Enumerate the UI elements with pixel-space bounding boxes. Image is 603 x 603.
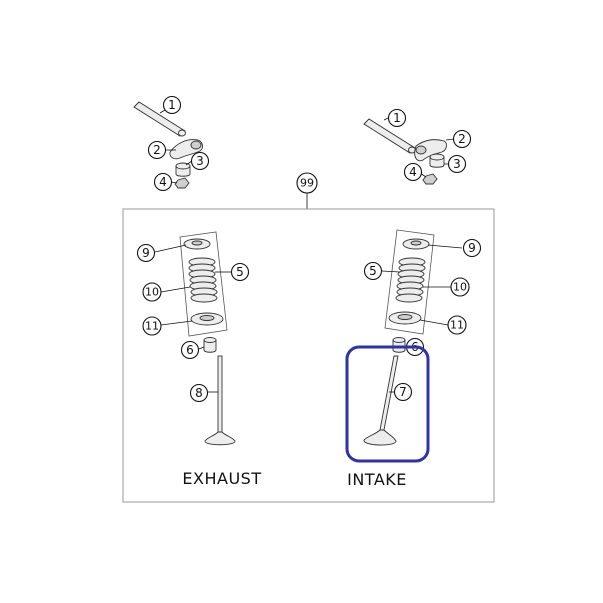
cylinder-head-assembly-frame [122, 208, 495, 503]
leader-11b [419, 319, 449, 326]
nut-right [422, 173, 438, 185]
svg-text:5: 5 [369, 264, 377, 278]
cap-left [175, 162, 191, 177]
leader-5b [381, 270, 401, 273]
svg-text:1: 1 [393, 111, 401, 125]
leader-2b [445, 138, 455, 141]
callout-7: 7 [393, 382, 413, 402]
intake-label: INTAKE [347, 470, 407, 489]
callout-10-exhaust: 10 [142, 282, 162, 302]
callout-6-exhaust: 6 [180, 340, 200, 360]
svg-text:10: 10 [145, 286, 159, 299]
exhaust-valve-stem-seal [203, 337, 217, 353]
exhaust-valve-group: 9 5 10 11 6 8 EXHAUST [136, 231, 261, 488]
rocker-shaft-right [363, 118, 416, 154]
callout-11-intake: 11 [447, 315, 467, 335]
svg-text:2: 2 [153, 143, 161, 157]
cap-right [429, 153, 445, 168]
exhaust-valve [204, 355, 236, 446]
svg-text:6: 6 [186, 343, 194, 357]
callout-4-right: 4 [403, 162, 423, 182]
svg-text:2: 2 [458, 132, 466, 146]
svg-text:4: 4 [159, 175, 167, 189]
svg-text:7: 7 [399, 385, 407, 399]
callout-11-exhaust: 11 [142, 316, 162, 336]
exhaust-spring-retainer [183, 238, 211, 250]
svg-text:4: 4 [409, 165, 417, 179]
callout-2-left: 2 [147, 140, 167, 160]
svg-text:1: 1 [168, 98, 176, 112]
leader-6a [198, 346, 205, 350]
leader-10a [160, 286, 191, 293]
intake-valve [363, 355, 399, 446]
exhaust-valve-spring [188, 257, 218, 303]
svg-text:11: 11 [145, 320, 159, 333]
leader-1a [159, 109, 166, 114]
callout-10-intake: 10 [450, 277, 470, 297]
svg-text:9: 9 [468, 241, 476, 255]
callout-3-right: 3 [447, 154, 467, 174]
callout-99: 99 [296, 172, 318, 194]
intake-valve-spring [395, 257, 426, 303]
svg-text:9: 9 [142, 246, 150, 260]
exhaust-spring-group-frame [179, 231, 228, 337]
rocker-shaft-left [133, 101, 186, 137]
callout-9-exhaust: 9 [136, 243, 156, 263]
callout-1-left: 1 [162, 95, 182, 115]
intake-valve-group: 9 5 10 11 6 7 INTAKE [347, 229, 482, 489]
svg-text:3: 3 [453, 157, 461, 171]
intake-spring-seat [388, 311, 422, 325]
exhaust-spring-seat [190, 312, 224, 326]
intake-valve-stem-seal [392, 337, 406, 353]
svg-text:99: 99 [300, 177, 314, 190]
svg-text:11: 11 [450, 319, 464, 332]
svg-text:10: 10 [453, 281, 467, 294]
exhaust-label: EXHAUST [182, 469, 261, 488]
nut-left [174, 177, 190, 189]
svg-text:5: 5 [236, 265, 244, 279]
callout-4-left: 4 [153, 172, 173, 192]
callout-2-right: 2 [452, 129, 472, 149]
callout-8: 8 [189, 383, 209, 403]
rocker-arm-left [169, 139, 203, 160]
intake-spring-retainer [402, 238, 430, 250]
intake-spring-group-frame [384, 229, 435, 335]
selected-part-highlight[interactable] [345, 345, 430, 463]
rocker-assembly-right: 1 2 3 4 [363, 108, 472, 185]
callout-5-exhaust: 5 [230, 262, 250, 282]
leader-9b [427, 244, 463, 249]
rocker-assembly-left: 1 2 3 4 [133, 95, 210, 192]
leader-9a [154, 244, 187, 253]
leader-11a [160, 320, 193, 326]
rocker-arm-right [414, 139, 447, 162]
callout-9-intake: 9 [462, 238, 482, 258]
callout-1-right: 1 [387, 108, 407, 128]
callout-5-intake: 5 [363, 261, 383, 281]
svg-text:8: 8 [195, 386, 203, 400]
svg-text:3: 3 [196, 154, 204, 168]
callout-3-left: 3 [190, 151, 210, 171]
